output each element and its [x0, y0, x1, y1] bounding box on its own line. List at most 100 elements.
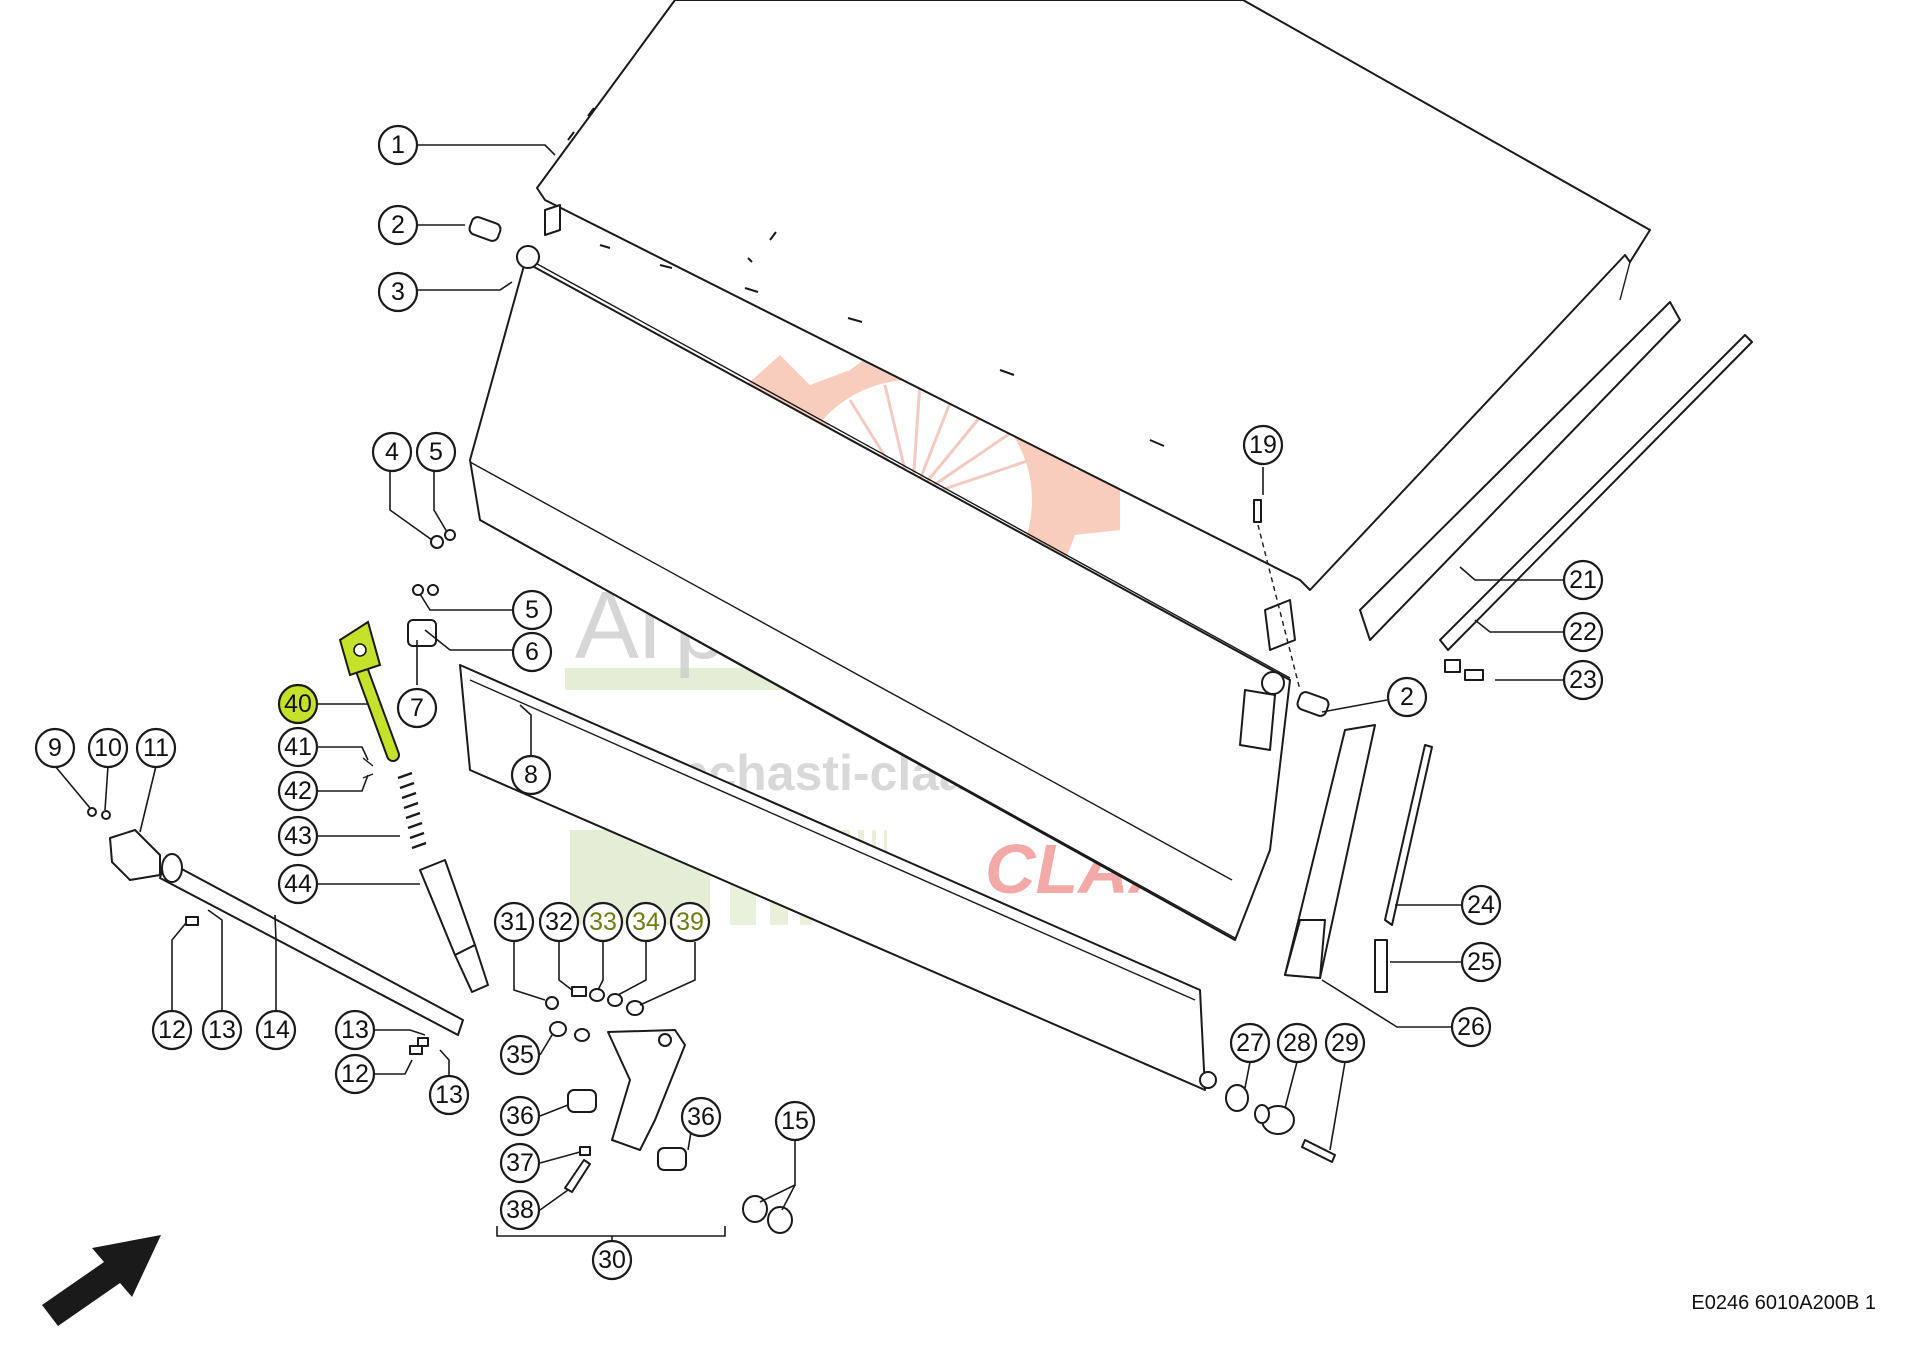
part-39-washer [626, 1000, 644, 1016]
part-2-pin [468, 216, 502, 242]
callout-33[interactable]: 33 [582, 901, 624, 943]
svg-text:44: 44 [284, 870, 312, 898]
part-15-washers [742, 1195, 793, 1234]
svg-text:2: 2 [1400, 683, 1414, 711]
svg-text:39: 39 [676, 908, 704, 936]
svg-text:21: 21 [1569, 566, 1597, 594]
callout-2-right[interactable]: 2 [1386, 676, 1428, 718]
svg-text:28: 28 [1283, 1029, 1311, 1057]
callout-9[interactable]: 9 [34, 727, 76, 769]
svg-text:24: 24 [1467, 891, 1495, 919]
callout-21[interactable]: 21 [1562, 559, 1604, 601]
part-26-plate [1284, 724, 1376, 979]
part-8-lower-bar [459, 664, 1217, 1091]
part-14-shaft [159, 853, 464, 1036]
svg-text:13: 13 [435, 1081, 463, 1109]
callout-37[interactable]: 37 [499, 1142, 541, 1184]
svg-text:35: 35 [506, 1041, 534, 1069]
callout-35[interactable]: 35 [499, 1034, 541, 1076]
callout-34[interactable]: 34 [625, 901, 667, 943]
callout-5-lower[interactable]: 5 [511, 589, 553, 631]
callout-7[interactable]: 7 [396, 687, 438, 729]
callouts: 1 2 3 4 5 5 6 7 8 19 21 22 23 2 24 25 26… [34, 124, 1604, 1281]
callout-6[interactable]: 6 [511, 631, 553, 673]
svg-text:15: 15 [781, 1107, 809, 1135]
svg-text:14: 14 [262, 1016, 290, 1044]
direction-arrow-icon [42, 1235, 161, 1326]
svg-text:38: 38 [506, 1196, 534, 1224]
callout-36-b[interactable]: 36 [680, 1096, 722, 1138]
callout-14[interactable]: 14 [255, 1009, 297, 1051]
callout-4[interactable]: 4 [371, 431, 413, 473]
callout-40[interactable]: 40 [277, 683, 319, 725]
svg-text:40: 40 [284, 690, 312, 718]
part-24-strip [1384, 744, 1433, 926]
callout-32[interactable]: 32 [538, 901, 580, 943]
part-31-nut [545, 996, 559, 1010]
svg-text:30: 30 [598, 1246, 626, 1274]
callout-25[interactable]: 25 [1460, 941, 1502, 983]
svg-text:13: 13 [341, 1016, 369, 1044]
part-19-pin [1253, 499, 1301, 691]
callout-43[interactable]: 43 [277, 815, 319, 857]
callout-23[interactable]: 23 [1562, 659, 1604, 701]
part-35-washer [549, 1021, 590, 1042]
callout-42[interactable]: 42 [277, 770, 319, 812]
callout-27[interactable]: 27 [1229, 1022, 1271, 1064]
part-23-screw [1464, 669, 1484, 681]
part-43-spring [397, 771, 427, 850]
part-4-nut [430, 535, 444, 549]
part-41-pin [362, 757, 374, 767]
callout-38[interactable]: 38 [499, 1189, 541, 1231]
svg-text:27: 27 [1236, 1029, 1264, 1057]
callout-22[interactable]: 22 [1562, 611, 1604, 653]
callout-1[interactable]: 1 [377, 124, 419, 166]
callout-11[interactable]: 11 [135, 727, 177, 769]
callout-2[interactable]: 2 [377, 204, 419, 246]
part-44-tube [419, 859, 489, 993]
svg-text:5: 5 [525, 596, 539, 624]
part-33-washer [589, 988, 605, 1002]
callout-24[interactable]: 24 [1460, 884, 1502, 926]
svg-text:10: 10 [94, 734, 122, 762]
svg-text:1: 1 [391, 131, 405, 159]
drawing-code: E0246 6010A200B 1 [1691, 1292, 1876, 1314]
svg-text:12: 12 [341, 1060, 369, 1088]
svg-text:36: 36 [687, 1103, 715, 1131]
callout-12[interactable]: 12 [151, 1009, 193, 1051]
callout-30[interactable]: 30 [591, 1239, 633, 1281]
callout-5[interactable]: 5 [415, 431, 457, 473]
callout-39[interactable]: 39 [669, 901, 711, 943]
callout-12-b[interactable]: 12 [334, 1053, 376, 1095]
svg-text:19: 19 [1249, 431, 1277, 459]
part-34-washer [607, 993, 623, 1007]
svg-text:31: 31 [500, 908, 528, 936]
callout-26[interactable]: 26 [1450, 1006, 1492, 1048]
leader-lines [54, 144, 1563, 1260]
callout-29[interactable]: 29 [1324, 1022, 1366, 1064]
part-36-bushing [567, 1089, 597, 1113]
svg-text:36: 36 [506, 1102, 534, 1130]
callout-36[interactable]: 36 [499, 1095, 541, 1137]
callout-13[interactable]: 13 [201, 1009, 243, 1051]
callout-10[interactable]: 10 [87, 727, 129, 769]
callout-3[interactable]: 3 [377, 271, 419, 313]
svg-text:5: 5 [429, 438, 443, 466]
part-9-screw [87, 807, 97, 817]
callout-13-c[interactable]: 13 [428, 1074, 470, 1116]
part-11-block [109, 829, 161, 881]
callout-41[interactable]: 41 [277, 726, 319, 768]
svg-text:12: 12 [158, 1016, 186, 1044]
callout-8[interactable]: 8 [510, 754, 552, 796]
svg-text:4: 4 [385, 438, 399, 466]
part-12-screw [185, 916, 199, 926]
callout-28[interactable]: 28 [1276, 1022, 1318, 1064]
callout-19[interactable]: 19 [1242, 424, 1284, 466]
callout-15[interactable]: 15 [774, 1100, 816, 1142]
callout-31[interactable]: 31 [493, 901, 535, 943]
svg-text:2: 2 [391, 211, 405, 239]
callout-44[interactable]: 44 [277, 863, 319, 905]
callout-13-b[interactable]: 13 [334, 1009, 376, 1051]
part-10-washer [101, 810, 111, 820]
svg-text:22: 22 [1569, 618, 1597, 646]
